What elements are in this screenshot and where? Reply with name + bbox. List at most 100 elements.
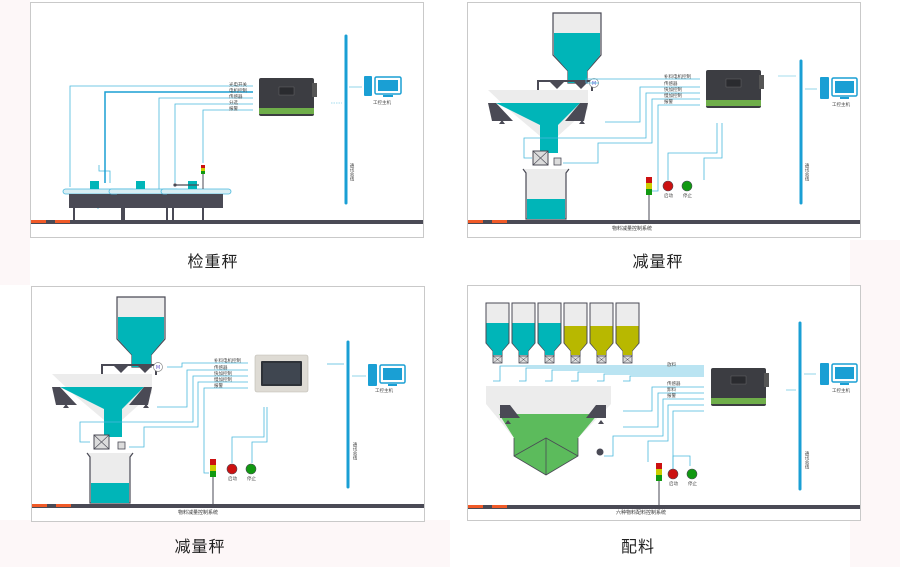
signal-label: 快加控制: [664, 88, 682, 93]
panel-loss-in-weight-plc: M: [467, 2, 861, 238]
load-cell-icon: [111, 195, 116, 199]
panel-batching: 放料 传感器 卸料 报警 启动 停止 工控主机 通讯总线 六种物料配料控制系统: [467, 285, 861, 521]
caption-batching: 配料: [620, 537, 655, 556]
silo-row: [485, 302, 640, 364]
silo: [485, 302, 510, 364]
loss-in-weight-plc-diagram: M: [468, 12, 860, 224]
silo: [537, 302, 562, 364]
signal-wires: [79, 362, 344, 474]
signal-label: 慢加控制: [664, 94, 682, 99]
signal-label: 补料电机控制: [664, 75, 691, 80]
floor-line: [31, 220, 423, 224]
orange-accent: [31, 220, 46, 223]
stack-light: [210, 459, 216, 504]
signal-label: 快加控制: [214, 372, 232, 377]
product-box: [136, 181, 145, 189]
receiving-bin: [86, 452, 134, 504]
panel-checkweigher: 光电开关 电机控制 传感器 分选 报警 工控主机 通讯总线: [30, 2, 424, 238]
motor-control-wire: [104, 91, 253, 183]
system-name: 物料减量控制系统: [178, 510, 219, 516]
plc-controller: [711, 368, 769, 406]
background-tint-bottom: [0, 520, 450, 567]
start-button: [667, 468, 679, 480]
signal-label: 光电开关: [229, 83, 247, 88]
computer-icon: [820, 363, 858, 385]
supply-hopper: [116, 296, 166, 368]
caption-loss-in-weight-hmi: 减量秤: [174, 537, 226, 556]
silo-material: [486, 323, 509, 355]
signal-label: 报警: [664, 100, 673, 105]
computer-icon: [820, 77, 858, 99]
signal-wires: [523, 78, 723, 192]
orange-accent: [55, 220, 70, 223]
start-button: [226, 463, 238, 475]
computer-icon: [368, 364, 406, 386]
signal-label: 卸料: [667, 388, 676, 393]
bus-label: 通讯总线: [352, 442, 357, 460]
caption-checkweigher: 检重秤: [187, 252, 239, 271]
screw-feeder: M: [101, 362, 163, 382]
conveyor-3: [160, 181, 232, 221]
silo: [563, 302, 588, 364]
plc-controller: [706, 70, 764, 108]
weigh-hopper: [52, 374, 152, 450]
weigh-hopper: [488, 90, 588, 166]
supply-hopper: [552, 12, 602, 84]
button-label: 启动: [664, 194, 673, 199]
signal-label: 慢加控制: [214, 378, 232, 383]
stack-light: [646, 177, 652, 220]
svg-text:M: M: [592, 81, 596, 87]
stop-button: [245, 463, 257, 475]
bus-label: 通讯总线: [804, 451, 809, 469]
silo-material: [590, 326, 613, 355]
system-name: 六种物料配料控制系统: [616, 510, 667, 516]
system-name: 物料减量控制系统: [612, 226, 653, 232]
silo: [589, 302, 614, 364]
bus-label: 通讯总线: [349, 163, 354, 181]
mixing-hopper: [486, 386, 611, 476]
caption-loss-in-weight-plc: 减量秤: [632, 252, 684, 271]
plc-controller: [259, 78, 317, 116]
pc-label: 工控主机: [832, 103, 850, 108]
button-label: 启动: [669, 482, 678, 487]
button-label: 停止: [683, 194, 692, 199]
silo-material: [512, 323, 535, 355]
signal-label: 传感器: [667, 382, 681, 387]
signal-label: 传感器: [214, 366, 228, 371]
signal-label: 放料: [667, 363, 676, 368]
signal-label: 报警: [214, 384, 223, 389]
silo: [511, 302, 536, 364]
signal-wires: [493, 365, 704, 469]
pc-label: 工控主机: [375, 389, 393, 394]
floor-line: [32, 504, 424, 508]
floor-line: [468, 505, 860, 509]
discharge-valve-icon: [596, 448, 604, 456]
signal-label: 报警: [667, 394, 676, 399]
floor-line: [468, 220, 860, 224]
stop-button: [681, 180, 693, 192]
silo-material: [616, 326, 639, 355]
product-box: [90, 181, 99, 189]
checkweigher-diagram: [31, 34, 423, 224]
hmi-touchscreen: [254, 354, 309, 393]
stack-light: [201, 165, 205, 189]
button-label: 启动: [228, 477, 237, 482]
panel-loss-in-weight-hmi: M: [31, 286, 425, 522]
silo: [615, 302, 640, 364]
stop-button: [686, 468, 698, 480]
button-label: 停止: [688, 482, 697, 487]
signal-label: 电机控制: [229, 89, 247, 94]
signal-label: 补料电机控制: [214, 359, 241, 364]
start-button: [662, 180, 674, 192]
loss-in-weight-hmi-diagram: M: [32, 296, 424, 508]
pc-label: 工控主机: [832, 389, 850, 394]
silo-material: [538, 323, 561, 355]
silo-material: [564, 326, 587, 355]
svg-text:M: M: [156, 365, 160, 371]
signal-label: 传感器: [229, 95, 243, 100]
signal-label: 传感器: [664, 82, 678, 87]
computer-icon: [364, 76, 402, 97]
background-tint-left: [0, 0, 30, 285]
pc-label: 工控主机: [373, 101, 391, 106]
signal-label: 报警: [229, 107, 238, 112]
